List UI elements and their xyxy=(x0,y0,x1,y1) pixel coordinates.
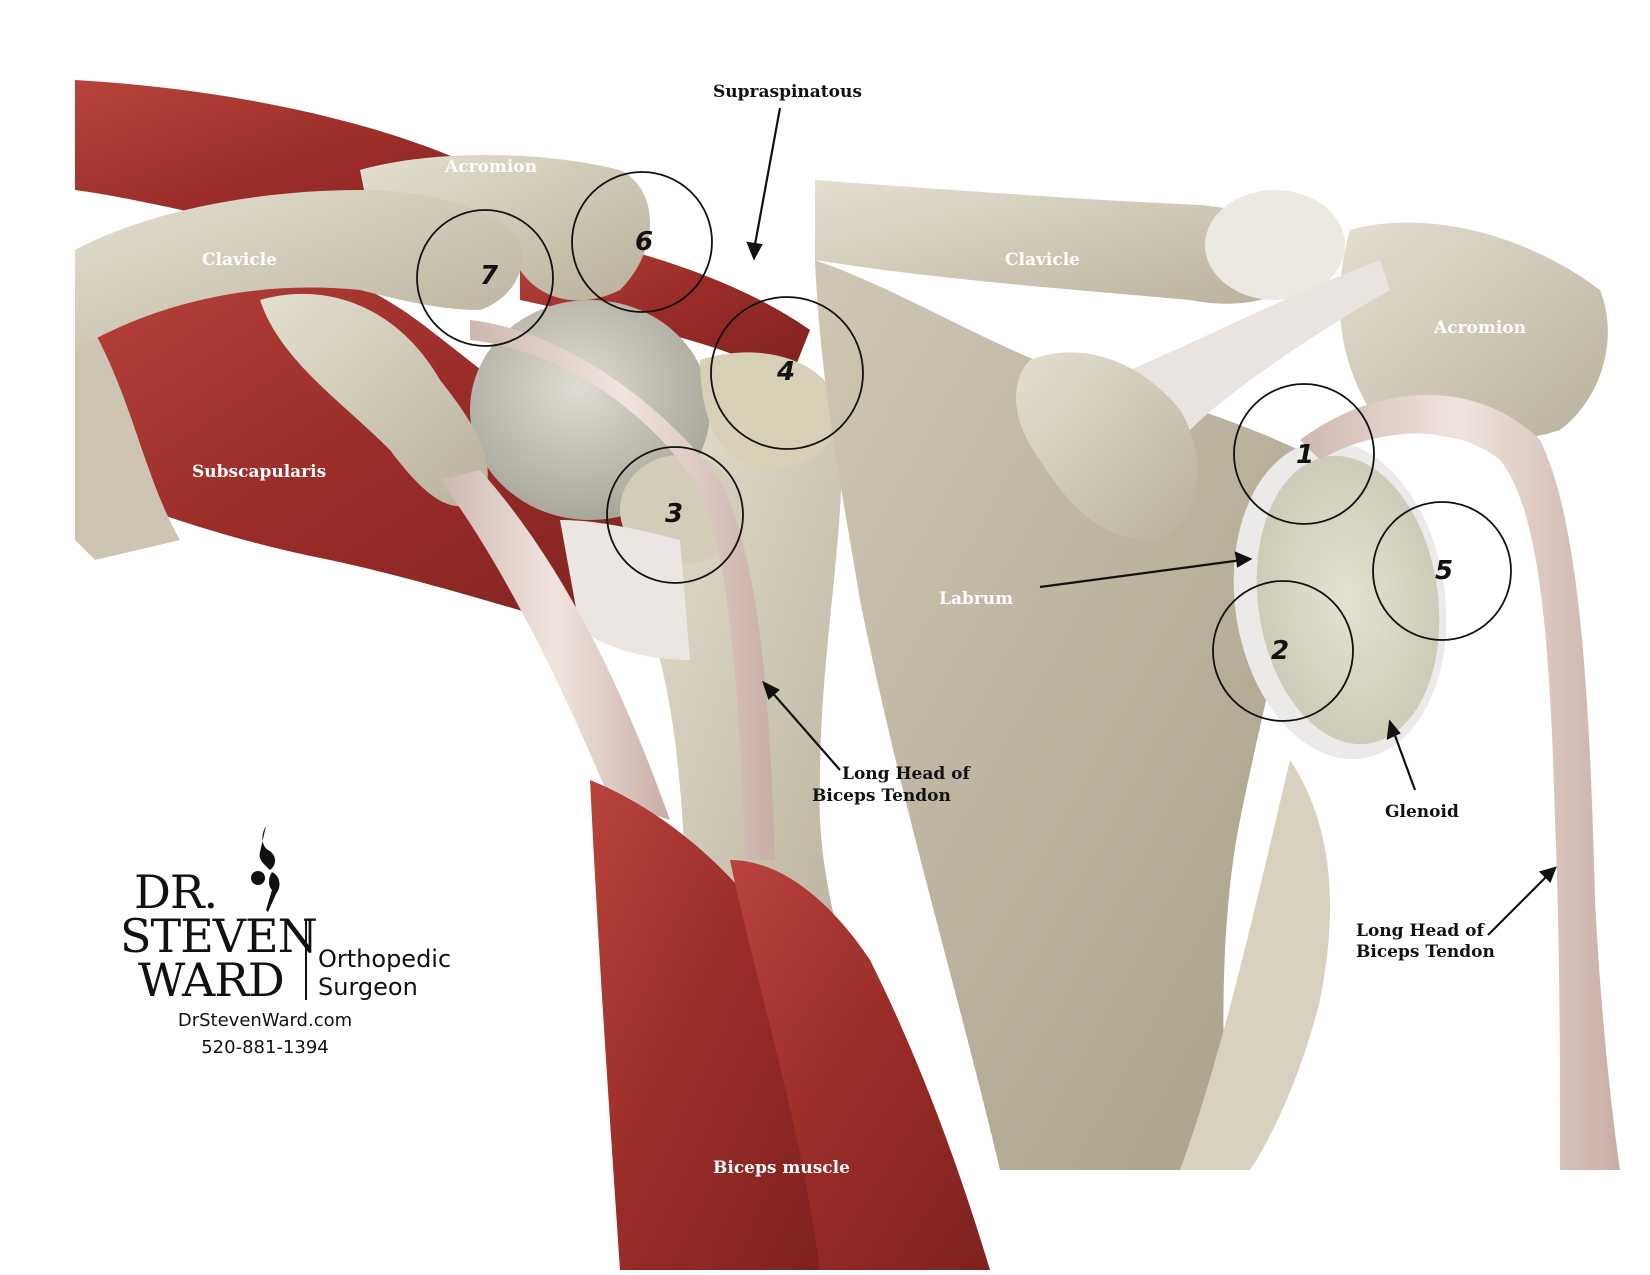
label-subscapularis: Subscapularis xyxy=(192,462,327,482)
logo-role-surgeon: Surgeon xyxy=(318,973,418,1001)
dr-steven-ward-logo: DR. STEVEN WARD Orthopedic Surgeon DrSte… xyxy=(120,820,490,1065)
label-labrum: Labrum xyxy=(939,589,1014,609)
marker-circle-7 xyxy=(416,209,554,347)
marker-circle-5 xyxy=(1372,501,1512,641)
label-acromion-right: Acromion xyxy=(1434,318,1526,338)
logo-line-ward: WARD xyxy=(138,953,285,1007)
logo-phone: 520-881-1394 xyxy=(201,1037,329,1058)
short-head-biceps-tendon xyxy=(440,470,670,820)
logo-line-dr: DR. xyxy=(134,865,218,919)
left-anterior-view xyxy=(75,80,990,1270)
marker-number-4: 4 xyxy=(776,357,796,387)
long-head-biceps-tendon-left xyxy=(470,320,775,860)
clavicle-left xyxy=(75,190,523,350)
logo-website[interactable]: DrStevenWard.com xyxy=(177,1010,353,1031)
marker-number-3: 3 xyxy=(664,499,684,529)
scapula-left xyxy=(75,300,180,560)
marker-circles xyxy=(416,171,1512,722)
marker-number-2: 2 xyxy=(1270,636,1290,666)
subscapularis-tendon xyxy=(560,520,690,660)
long-head-right-arrow xyxy=(1487,874,1549,936)
biceps-long-head-belly xyxy=(730,860,990,1270)
coracoacromial-ligament xyxy=(1130,260,1390,430)
marker-number-7: 7 xyxy=(479,261,499,291)
label-clavicle-left: Clavicle xyxy=(202,250,277,270)
logo-role-orthopedic: Orthopedic xyxy=(318,945,452,973)
label-long-head-left-1: Long Head of xyxy=(842,764,970,784)
glenoid-arrow xyxy=(1391,729,1417,791)
ac-joint-capsule xyxy=(1205,190,1345,300)
biceps-short-head-belly xyxy=(590,780,820,1270)
label-supraspinatous: Supraspinatous xyxy=(713,82,862,102)
labrum-arrow xyxy=(1039,558,1243,589)
marker-number-1: 1 xyxy=(1295,440,1315,470)
coracoid-process-right xyxy=(1016,352,1198,541)
long-head-left-arrow xyxy=(769,689,841,771)
logo-line-steven: STEVEN xyxy=(120,909,318,963)
label-glenoid: Glenoid xyxy=(1385,802,1459,822)
coracoid-process xyxy=(260,293,488,507)
logo-divider xyxy=(305,920,307,1000)
marker-circle-6 xyxy=(571,171,713,313)
label-long-head-right-1: Long Head of xyxy=(1356,921,1484,941)
label-long-head-left-2: Biceps Tendon xyxy=(812,786,951,806)
logo-mark-icon xyxy=(251,826,280,912)
marker-circle-2 xyxy=(1212,580,1354,722)
label-long-head-right-2: Biceps Tendon xyxy=(1356,942,1495,962)
clavicle-right xyxy=(815,180,1300,304)
marker-circle-3 xyxy=(606,446,744,584)
scapula-lateral-border xyxy=(1180,760,1330,1170)
long-head-biceps-tendon-right xyxy=(1300,395,1620,1170)
label-biceps-muscle: Biceps muscle xyxy=(713,1158,850,1178)
label-acromion-left: Acromion xyxy=(445,157,537,177)
greater-tuberosity xyxy=(700,352,840,470)
glenoid-surface xyxy=(1256,455,1440,745)
annotation-arrows xyxy=(746,107,1557,936)
marker-number-6: 6 xyxy=(634,227,654,257)
marker-circle-1 xyxy=(1233,383,1375,525)
acromion-right xyxy=(1339,222,1608,441)
right-lateral-view xyxy=(815,180,1620,1170)
supraspinatous-arrow xyxy=(752,107,782,251)
marker-number-5: 5 xyxy=(1434,556,1454,586)
marker-circle-4 xyxy=(710,296,864,450)
label-clavicle-right: Clavicle xyxy=(1005,250,1080,270)
